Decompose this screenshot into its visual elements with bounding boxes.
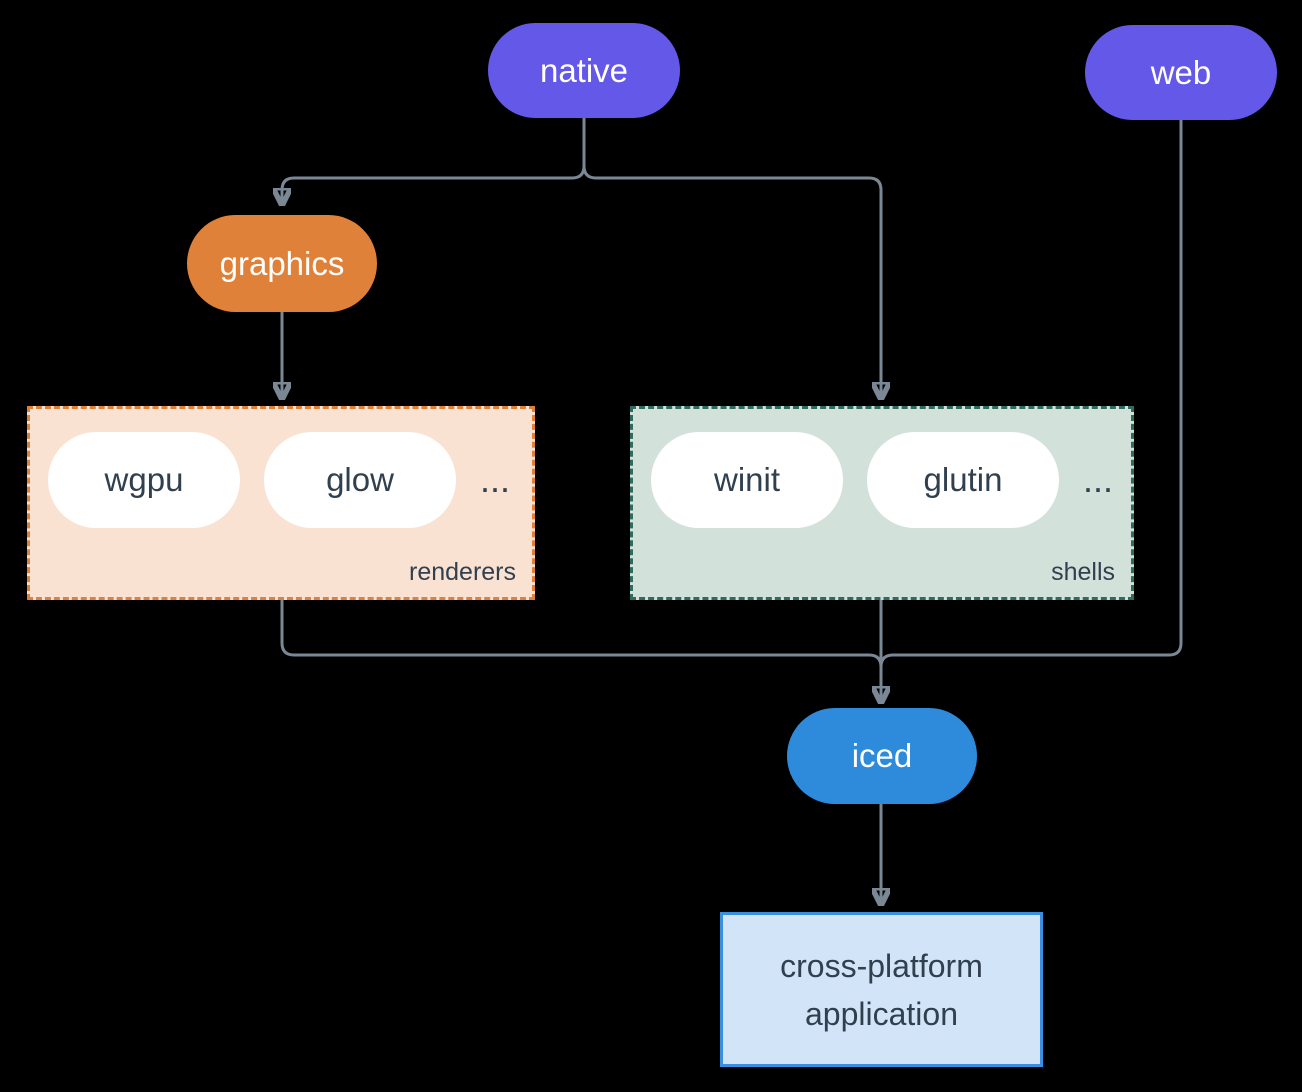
edge-native-shells [582, 117, 881, 398]
node-glow: glow [264, 432, 456, 528]
node-iced: iced [787, 708, 977, 804]
node-wgpu: wgpu [48, 432, 240, 528]
node-graphics: graphics [187, 215, 377, 312]
node-cross-platform-application: cross-platform application [720, 912, 1043, 1067]
edge-native-graphics [282, 117, 586, 204]
node-glutin: glutin [867, 432, 1059, 528]
node-web: web [1085, 25, 1277, 120]
shells-group-label: shells [1051, 558, 1115, 586]
renderers-ellipsis: ... [480, 459, 511, 500]
node-native: native [488, 23, 680, 118]
renderers-group-label: renderers [409, 558, 516, 586]
group-shells: winit glutin ... shells [630, 406, 1134, 600]
node-winit: winit [651, 432, 843, 528]
shells-ellipsis: ... [1083, 459, 1114, 500]
group-renderers: wgpu glow ... renderers [27, 406, 535, 600]
edge-renderers-merge [280, 600, 883, 668]
